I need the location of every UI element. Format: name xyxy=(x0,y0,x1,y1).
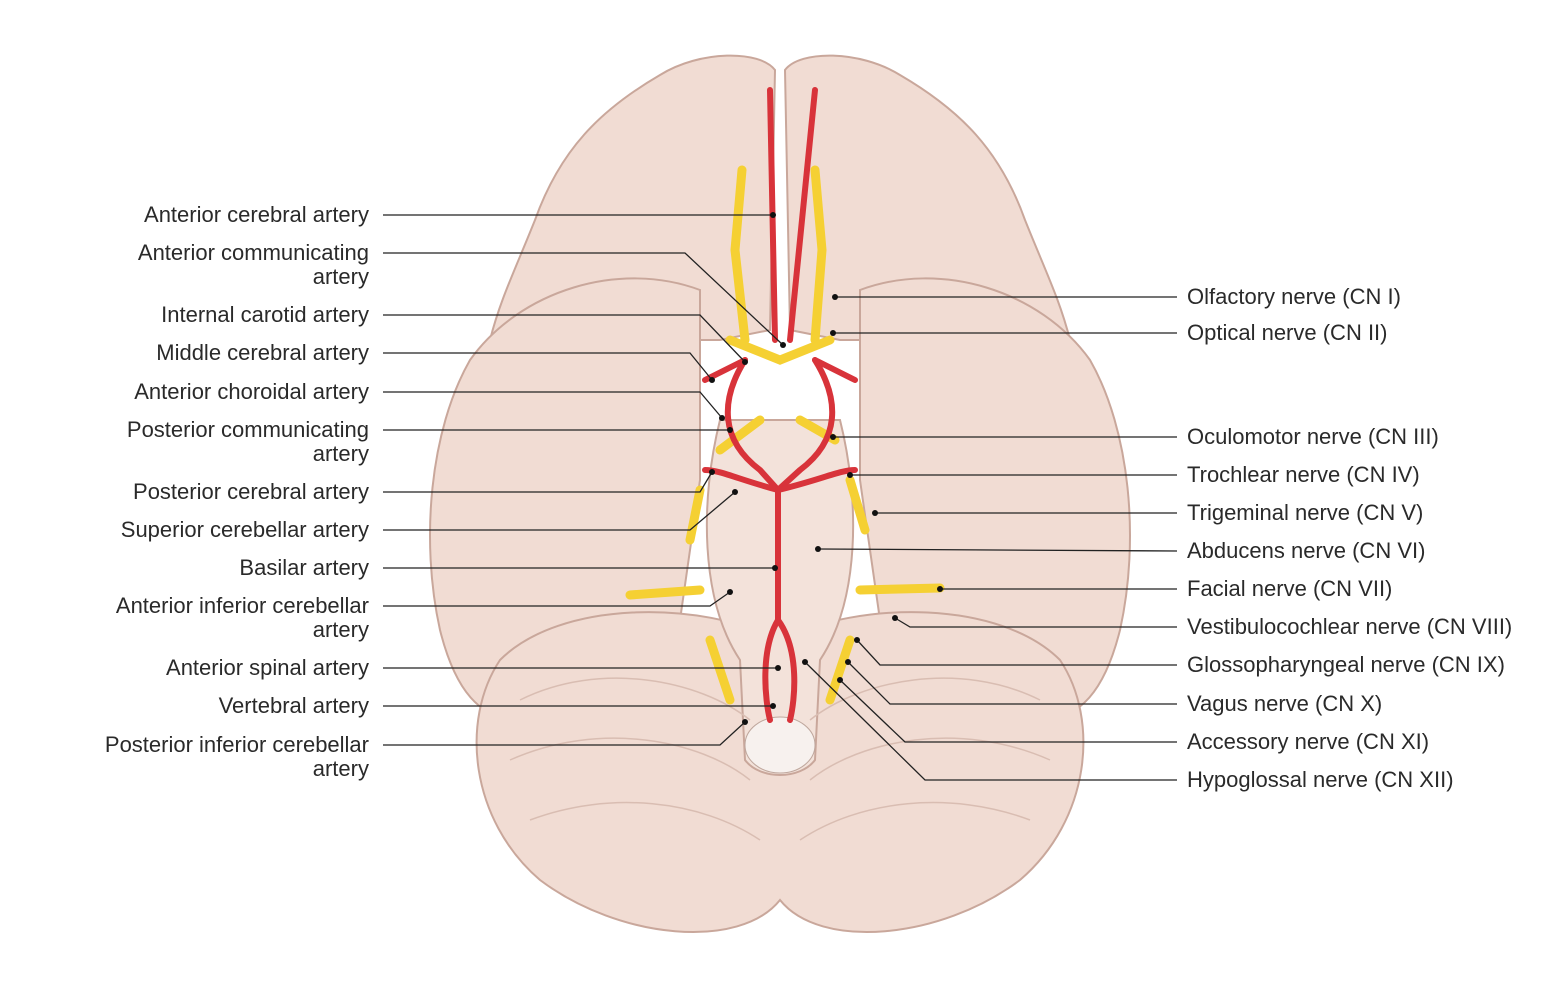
label-oculomotor-nerve: Oculomotor nerve (CN III) xyxy=(1187,424,1439,449)
label-trochlear-nerve: Trochlear nerve (CN IV) xyxy=(1187,462,1420,487)
label-optical-nerve: Optical nerve (CN II) xyxy=(1187,320,1388,345)
label-posterior-cerebral-artery: Posterior cerebral artery xyxy=(133,479,369,504)
label-basilar-artery: Basilar artery xyxy=(239,555,369,580)
leader-dots xyxy=(709,212,943,725)
label-anterior-communicating-artery-line2: artery xyxy=(312,264,369,289)
label-anterior-cerebral-artery: Anterior cerebral artery xyxy=(144,202,369,227)
left-frontal-lobe xyxy=(488,54,777,341)
label-accessory-nerve: Accessory nerve (CN XI) xyxy=(1187,729,1430,754)
label-posterior-communicating-artery-line2: artery xyxy=(312,441,369,466)
label-anterior-choroidal-artery: Anterior choroidal artery xyxy=(134,379,369,404)
label-hypoglossal-nerve: Hypoglossal nerve (CN XII) xyxy=(1187,767,1454,792)
cranial-nerves xyxy=(625,165,945,705)
label-posterior-inferior-cerebellar-artery-line2: artery xyxy=(312,756,369,781)
label-middle-cerebral-artery: Middle cerebral artery xyxy=(156,340,369,365)
label-trigeminal-nerve: Trigeminal nerve (CN V) xyxy=(1187,500,1424,525)
label-olfactory-nerve: Olfactory nerve (CN I) xyxy=(1187,284,1401,309)
label-anterior-communicating-artery: Anterior communicating xyxy=(137,240,369,265)
label-internal-carotid-artery: Internal carotid artery xyxy=(161,302,369,327)
label-vagus-nerve: Vagus nerve (CN X) xyxy=(1187,691,1383,716)
label-vestibulocochlear-nerve: Vestibulocochlear nerve (CN VIII) xyxy=(1187,614,1513,639)
label-anterior-inferior-cerebellar-artery: Anterior inferior cerebellar xyxy=(115,593,369,618)
label-posterior-communicating-artery: Posterior communicating xyxy=(126,417,369,442)
spinal-cord-section xyxy=(744,716,816,774)
label-facial-nerve: Facial nerve (CN VII) xyxy=(1187,576,1393,601)
leader-lines xyxy=(383,214,1178,781)
left-temporal-lobe xyxy=(429,277,701,722)
arteries xyxy=(702,87,858,723)
label-anterior-inferior-cerebellar-artery-line2: artery xyxy=(312,617,369,642)
label-anterior-spinal-artery: Anterior spinal artery xyxy=(166,655,369,680)
right-temporal-lobe xyxy=(859,277,1131,722)
label-superior-cerebellar-artery: Superior cerebellar artery xyxy=(120,517,369,542)
label-abducens-nerve: Abducens nerve (CN VI) xyxy=(1187,538,1426,563)
right-frontal-lobe xyxy=(783,54,1072,341)
label-glossopharyngeal-nerve: Glossopharyngeal nerve (CN IX) xyxy=(1187,652,1505,677)
label-posterior-inferior-cerebellar-artery: Posterior inferior cerebellar xyxy=(104,732,369,757)
label-vertebral-artery: Vertebral artery xyxy=(218,693,369,718)
